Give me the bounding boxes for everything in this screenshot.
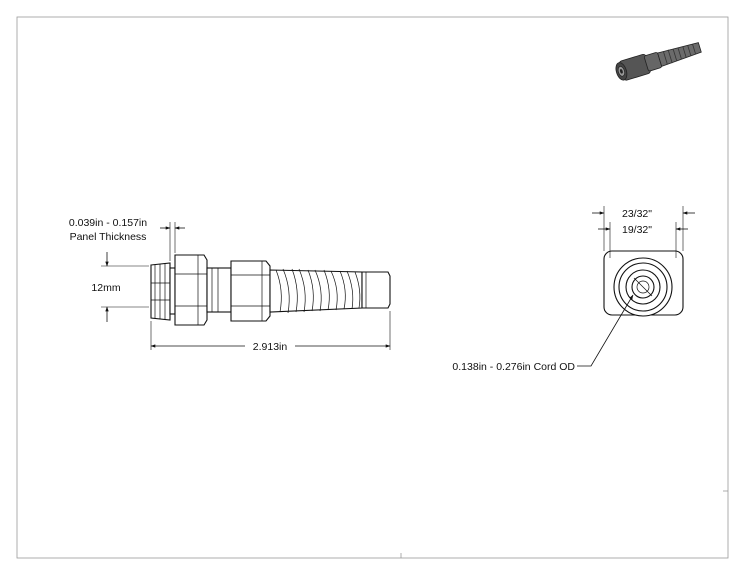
body-hex bbox=[174, 254, 208, 326]
strain-relief bbox=[269, 268, 391, 314]
cord-od-leader bbox=[577, 294, 634, 367]
panel-thickness-label: Panel Thickness bbox=[70, 231, 147, 243]
overall-length-label: 2.913in bbox=[253, 341, 288, 353]
cord-od-label: 0.138in - 0.276in Cord OD bbox=[452, 361, 575, 373]
drawing-border bbox=[16, 16, 729, 559]
inner-diameter-label: 19/32" bbox=[622, 224, 652, 236]
inner-diameter-dimension bbox=[598, 222, 688, 258]
side-view bbox=[150, 254, 391, 326]
outer-diameter-label: 23/32" bbox=[622, 208, 652, 220]
thread-size-label: 12mm bbox=[91, 282, 120, 294]
panel-thickness-range-label: 0.039in - 0.157in bbox=[69, 217, 147, 229]
overall-length-dimension bbox=[150, 311, 391, 350]
panel-thickness-dimension bbox=[160, 222, 185, 261]
isometric-view bbox=[615, 42, 702, 81]
dome-nut bbox=[230, 260, 271, 322]
thread-size-dimension bbox=[101, 252, 149, 322]
end-view bbox=[603, 250, 684, 317]
outer-diameter-dimension bbox=[592, 206, 695, 251]
locknut bbox=[150, 262, 171, 321]
